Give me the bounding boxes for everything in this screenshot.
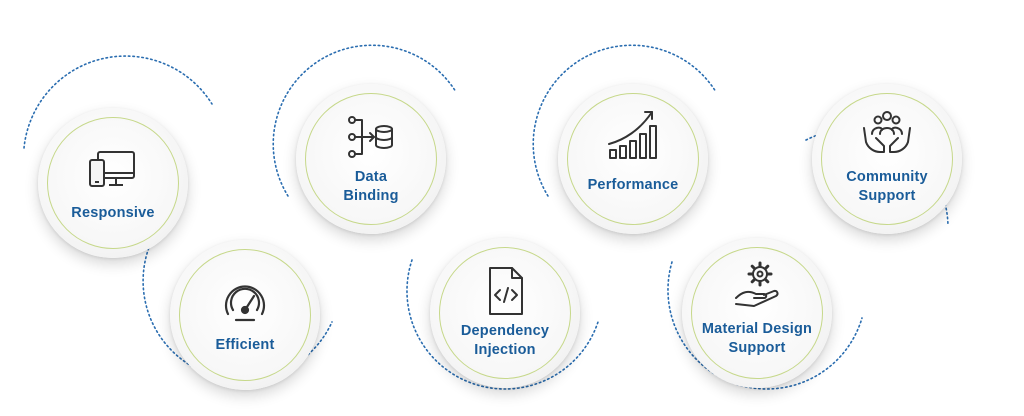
feature-ring: [821, 93, 953, 225]
arc-performance-top: [532, 44, 717, 197]
feature-label-line: Injection: [474, 342, 536, 358]
arc-dependency-bottom: [406, 259, 599, 390]
feature-ring: [47, 117, 179, 249]
feature-label: Data Binding: [306, 168, 436, 206]
feature-community-support: Community Support: [812, 84, 962, 234]
feature-ring: [305, 93, 437, 225]
feature-label: Material Design Support: [692, 320, 822, 358]
growth-chart-icon: [604, 106, 662, 164]
feature-dependency-injection: Dependency Injection: [430, 238, 580, 388]
community-hands-icon: [860, 106, 914, 160]
code-file-icon: [478, 264, 532, 318]
feature-label-line: Material Design: [701, 321, 813, 337]
speedometer-icon: [218, 276, 272, 330]
feature-efficient: Efficient: [170, 240, 320, 390]
feature-label: Responsive: [71, 205, 155, 221]
feature-material-design-support: Material Design Support: [682, 238, 832, 388]
arc-responsive-top: [23, 55, 213, 149]
feature-ring: [691, 247, 823, 379]
feature-data-binding: Data Binding: [296, 84, 446, 234]
feature-label-line: Data: [354, 169, 388, 185]
feature-label-line: Dependency: [460, 323, 550, 339]
feature-label-line: Support: [858, 188, 916, 204]
feature-performance: Performance: [558, 84, 708, 234]
feature-ring: [179, 249, 311, 381]
feature-label: Dependency Injection: [440, 322, 570, 360]
feature-label: Efficient: [215, 337, 275, 353]
feature-label-line: Community: [846, 169, 928, 185]
arc-data-binding-top: [272, 44, 457, 197]
feature-label-line: Support: [728, 340, 786, 356]
gear-hand-icon: [730, 258, 784, 312]
devices-icon: [86, 144, 140, 198]
feature-label: Performance: [587, 177, 679, 193]
feature-responsive: Responsive: [38, 108, 188, 258]
feature-label: Community Support: [822, 168, 952, 206]
feature-label-line: Binding: [343, 188, 399, 204]
data-binding-icon: [344, 110, 398, 164]
